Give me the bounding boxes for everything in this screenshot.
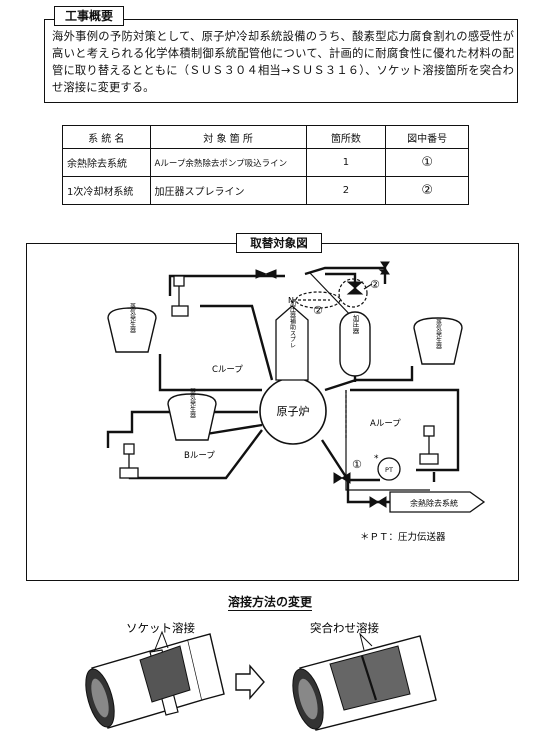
sg-c-label: 蒸気発生器: [129, 302, 136, 334]
pipe-c-loop: [168, 274, 285, 296]
sg-b-label: 蒸気発生器: [189, 387, 196, 419]
line-a-box: [345, 390, 430, 491]
sg-b: [167, 393, 217, 441]
pipe-b-branch: [199, 423, 263, 437]
cell-count: 1: [305, 148, 387, 177]
b-loop-label: Bループ: [184, 451, 215, 461]
butt-weld-illustration: [292, 632, 437, 731]
valve-rhr-2: [369, 496, 387, 508]
pressurizer: [339, 311, 371, 377]
scope-table: 系 統 名 対 象 箇 所 箇所数 図中番号 余熱除去系統 Aループ余熱除去ポン…: [62, 125, 469, 205]
spray-dashed-circle-2: [338, 278, 368, 308]
diagram-title: 取替対象図: [236, 233, 322, 253]
pt-label: PT: [385, 466, 393, 474]
cell-count: 2: [305, 176, 387, 205]
pressurizer-label: 加圧器: [351, 313, 359, 335]
pt-asterisk: *: [374, 454, 379, 464]
header-fig-number: 図中番号: [385, 125, 469, 149]
summary-tag: 工事概要: [54, 6, 124, 26]
socket-weld-illustration: [85, 630, 225, 729]
rhr-system-arrow: [389, 491, 486, 513]
pipe-spray-top: [304, 266, 387, 284]
n-label: N: [288, 296, 294, 305]
summary-box: [44, 19, 518, 103]
pump-c-body: [171, 305, 189, 317]
weld-method-title-text: 溶接方法の変更: [227, 595, 312, 611]
table-row: 余熱除去系統 Aループ余熱除去ポンプ吸込ライン 1 ①: [62, 148, 469, 177]
pump-c-motor: [173, 275, 185, 287]
pipe-a-rhr: [320, 439, 380, 482]
valve-spray-vertical: [380, 261, 390, 275]
line-crossover: [309, 272, 356, 321]
line-marker2-leader: [363, 283, 373, 290]
pump-b-motor: [123, 443, 135, 455]
pump-a-motor: [423, 425, 435, 437]
conversion-arrow: [235, 664, 265, 700]
cell-fig-number: ②: [385, 176, 469, 205]
reactor-label: 原子炉: [277, 405, 310, 418]
cell-location: Aループ余熱除去ポンプ吸込ライン: [149, 148, 307, 177]
table-row: 1次冷却材系統 加圧器スプレライン 2 ②: [62, 176, 469, 205]
summary-text: 海外事例の予防対策として、原子炉冷却系統設備のうち、酸素型応力腐食割れの感受性が…: [52, 30, 514, 94]
c-loop-label: Cループ: [212, 365, 243, 375]
sg-a-label: 蒸気発生器: [435, 318, 442, 350]
weld-method-title: 溶接方法の変更: [0, 593, 540, 611]
butt-weld-label: 突合わせ溶接: [310, 621, 379, 635]
pressure-transmitter: [377, 457, 401, 481]
pump-b-body: [119, 467, 139, 479]
a-loop-label: Aループ: [370, 419, 401, 429]
marker-2-lower: ②: [313, 304, 323, 317]
pipe-c-crossover: [200, 304, 274, 381]
pump-a-body: [419, 453, 439, 465]
marker-1: ①: [352, 458, 362, 471]
valve-top-left: [255, 269, 277, 279]
rhr-system-label: 余熱除去系統: [410, 498, 458, 508]
pipe-a-hot: [324, 366, 414, 392]
valve-rhr-1: [333, 472, 351, 484]
pipe-a-cold: [350, 388, 460, 472]
marker-2-upper: ②: [370, 278, 380, 291]
pt-note: ＊ＰＴ：圧力伝送器: [360, 531, 446, 543]
cell-fig-number: ①: [385, 148, 469, 177]
valve-spray: [346, 281, 364, 295]
sg-c: [107, 307, 157, 353]
sg-a: [413, 317, 463, 365]
pipe-c-cold: [158, 354, 262, 392]
cell-location: 加圧器スプレライン: [149, 176, 307, 205]
socket-weld-label: ソケット溶接: [126, 621, 195, 635]
spray-dashed-circle: [295, 291, 341, 309]
aux-spray-label: 加圧器補助スプレ: [289, 299, 296, 348]
aux-spray-tank: [275, 305, 309, 381]
